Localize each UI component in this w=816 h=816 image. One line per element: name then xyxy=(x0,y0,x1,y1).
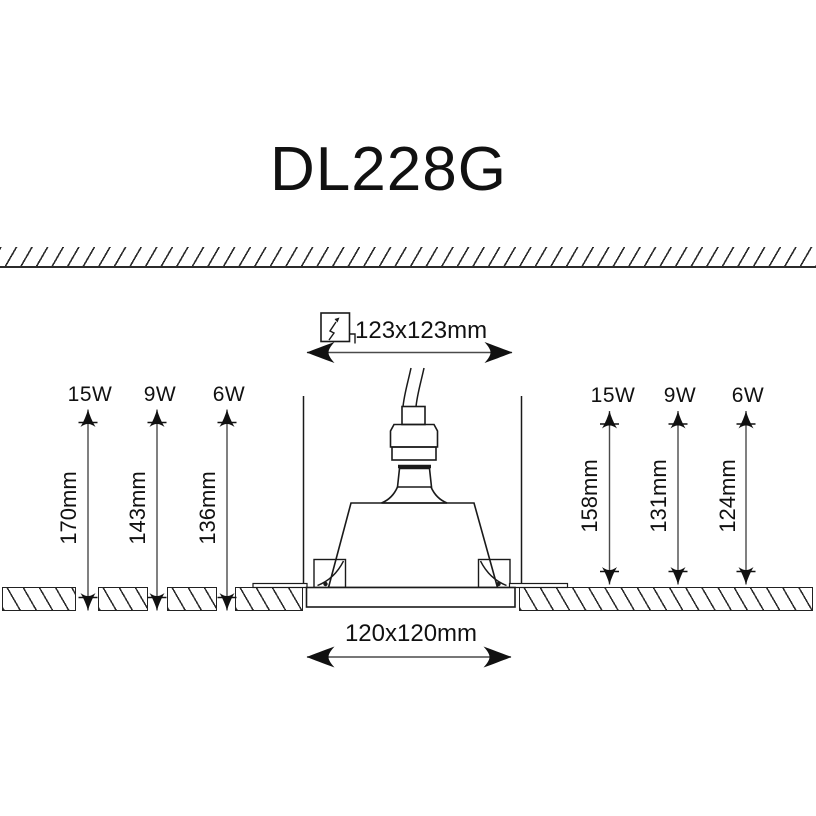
cutout-square-icon xyxy=(320,312,356,344)
aperture-dimension-label: 120x120mm xyxy=(344,620,478,647)
depth-label-131mm: 131mm xyxy=(645,459,671,533)
flange-lip-right xyxy=(508,582,569,589)
wattage-label-right-6w: 6W xyxy=(731,384,765,407)
wattage-label-right-15w: 15W xyxy=(590,384,636,407)
wattage-label-left-6w: 6W xyxy=(212,383,246,406)
depth-label-124mm: 124mm xyxy=(714,459,740,533)
wattage-label-left-15w: 15W xyxy=(67,383,113,406)
ceiling-section-left-1 xyxy=(2,587,76,611)
cutout-dimension-arrow xyxy=(306,342,513,363)
flange-lip-left xyxy=(252,582,308,589)
ceiling-section-right xyxy=(519,587,813,611)
height-label-136mm: 136mm xyxy=(194,471,220,545)
left-dimension-arrows xyxy=(78,409,237,611)
upper-ceiling-hatch xyxy=(0,247,816,268)
ceiling-section-left-3 xyxy=(167,587,217,611)
trim-frame xyxy=(305,586,516,608)
height-label-170mm: 170mm xyxy=(56,471,81,545)
cutout-edge-lines xyxy=(302,396,523,584)
product-model-title: DL228G xyxy=(270,135,507,204)
terminal-block xyxy=(401,405,426,426)
wattage-label-right-9w: 9W xyxy=(663,384,697,407)
downlight-fixture xyxy=(252,367,569,608)
cutout-dimension-label: 123x123mm xyxy=(355,317,488,344)
wattage-label-left-9w: 9W xyxy=(143,383,177,406)
ceiling-section-left-2 xyxy=(98,587,148,611)
right-dimension-arrows xyxy=(600,411,756,585)
depth-label-158mm: 158mm xyxy=(577,459,602,533)
cable-lines xyxy=(402,367,412,408)
lamp-bell xyxy=(381,486,448,504)
fixture-body xyxy=(327,502,499,589)
lamp-holder xyxy=(389,423,439,448)
aperture-dimension-arrow xyxy=(306,646,512,668)
height-label-143mm: 143mm xyxy=(125,471,150,545)
